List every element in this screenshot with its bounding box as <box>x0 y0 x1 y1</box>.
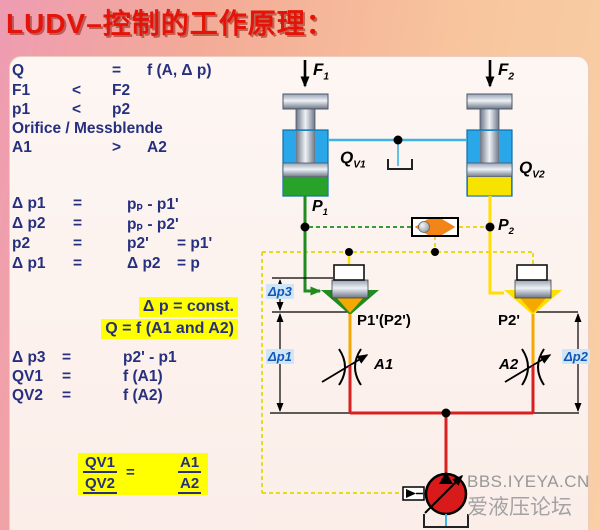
rod-side-line <box>328 135 467 170</box>
formula-dp1: Δ p1=pₚ - p1' <box>12 195 179 213</box>
pressure-compensator-2 <box>504 264 562 315</box>
formula-a1-a2: A1>A2 <box>12 139 167 156</box>
label-p2: P2 <box>498 217 515 238</box>
label-qv1: QV1 <box>340 148 366 171</box>
tank-icon-top <box>387 159 413 170</box>
formula-p2-eq: p2=p2'= p1' <box>12 235 213 252</box>
junction-dot <box>441 408 451 418</box>
formula-dp1-dp2: Δ p1=Δ p2= p <box>12 255 200 272</box>
shuttle-ball-icon <box>418 221 430 233</box>
formula-qv1: QV1=f (A1) <box>12 368 163 385</box>
label-dp1: Δp1 <box>266 349 294 364</box>
label-a2: A2 <box>499 356 519 373</box>
label-dp3: Δp3 <box>266 284 294 299</box>
watermark-name: 爱液压论坛 <box>467 496 572 519</box>
label-p1: P1 <box>312 198 329 219</box>
formula-orifice: Orifice / Messblende <box>12 120 163 137</box>
formula-f1-f2: F1<F2 <box>12 82 131 99</box>
label-a1: A1 <box>374 356 394 373</box>
orifice-a1 <box>321 348 369 386</box>
highlight-q-f: Q = f (A1 and A2) <box>70 319 238 339</box>
formula-dp2: Δ p2=pₚ - p2' <box>12 215 179 233</box>
pump-flow-triangle-icon <box>439 472 453 484</box>
pressure-compensator-1 <box>321 264 379 315</box>
pump-variable-arrow-icon <box>424 474 464 514</box>
shuttle-valve <box>345 217 459 256</box>
formula-qv2: QV2=f (A2) <box>12 387 163 404</box>
label-p2-prime: P2' <box>498 312 520 329</box>
formula-dp3: Δ p3=p2' - p1 <box>12 349 177 366</box>
label-f2: F2 <box>498 60 515 83</box>
force-arrows <box>300 60 495 88</box>
ratio-equation: QV1 QV2 = A1 A2 <box>78 453 208 495</box>
watermark-url: BBS.IYEYA.CN <box>467 472 590 491</box>
tank-icon-pump <box>423 514 469 528</box>
cylinder-1 <box>282 93 329 197</box>
ls-dashed-lines <box>261 236 534 494</box>
label-qv2: QV2 <box>519 158 545 181</box>
label-f1: F1 <box>313 60 330 83</box>
formula-p1-p2: p1<p2 <box>12 101 131 118</box>
orifice-a2 <box>504 348 552 386</box>
page-title: LUDV–控制的工作原理： <box>6 8 335 39</box>
highlight-dp-const: Δ p = const. <box>70 297 238 317</box>
supply-lines-orange <box>348 314 535 364</box>
p2-line <box>459 196 504 295</box>
cylinder-2 <box>466 93 513 197</box>
pump <box>402 472 469 528</box>
label-dp2: Δp2 <box>562 349 590 364</box>
p1-line <box>300 196 411 296</box>
label-p1-prime: P1'(P2') <box>357 312 411 329</box>
formula-q-fap: Q=f (A, Δ p) <box>12 62 212 79</box>
highlight-equations: Δ p = const. Q = f (A1 and A2) <box>70 297 238 341</box>
